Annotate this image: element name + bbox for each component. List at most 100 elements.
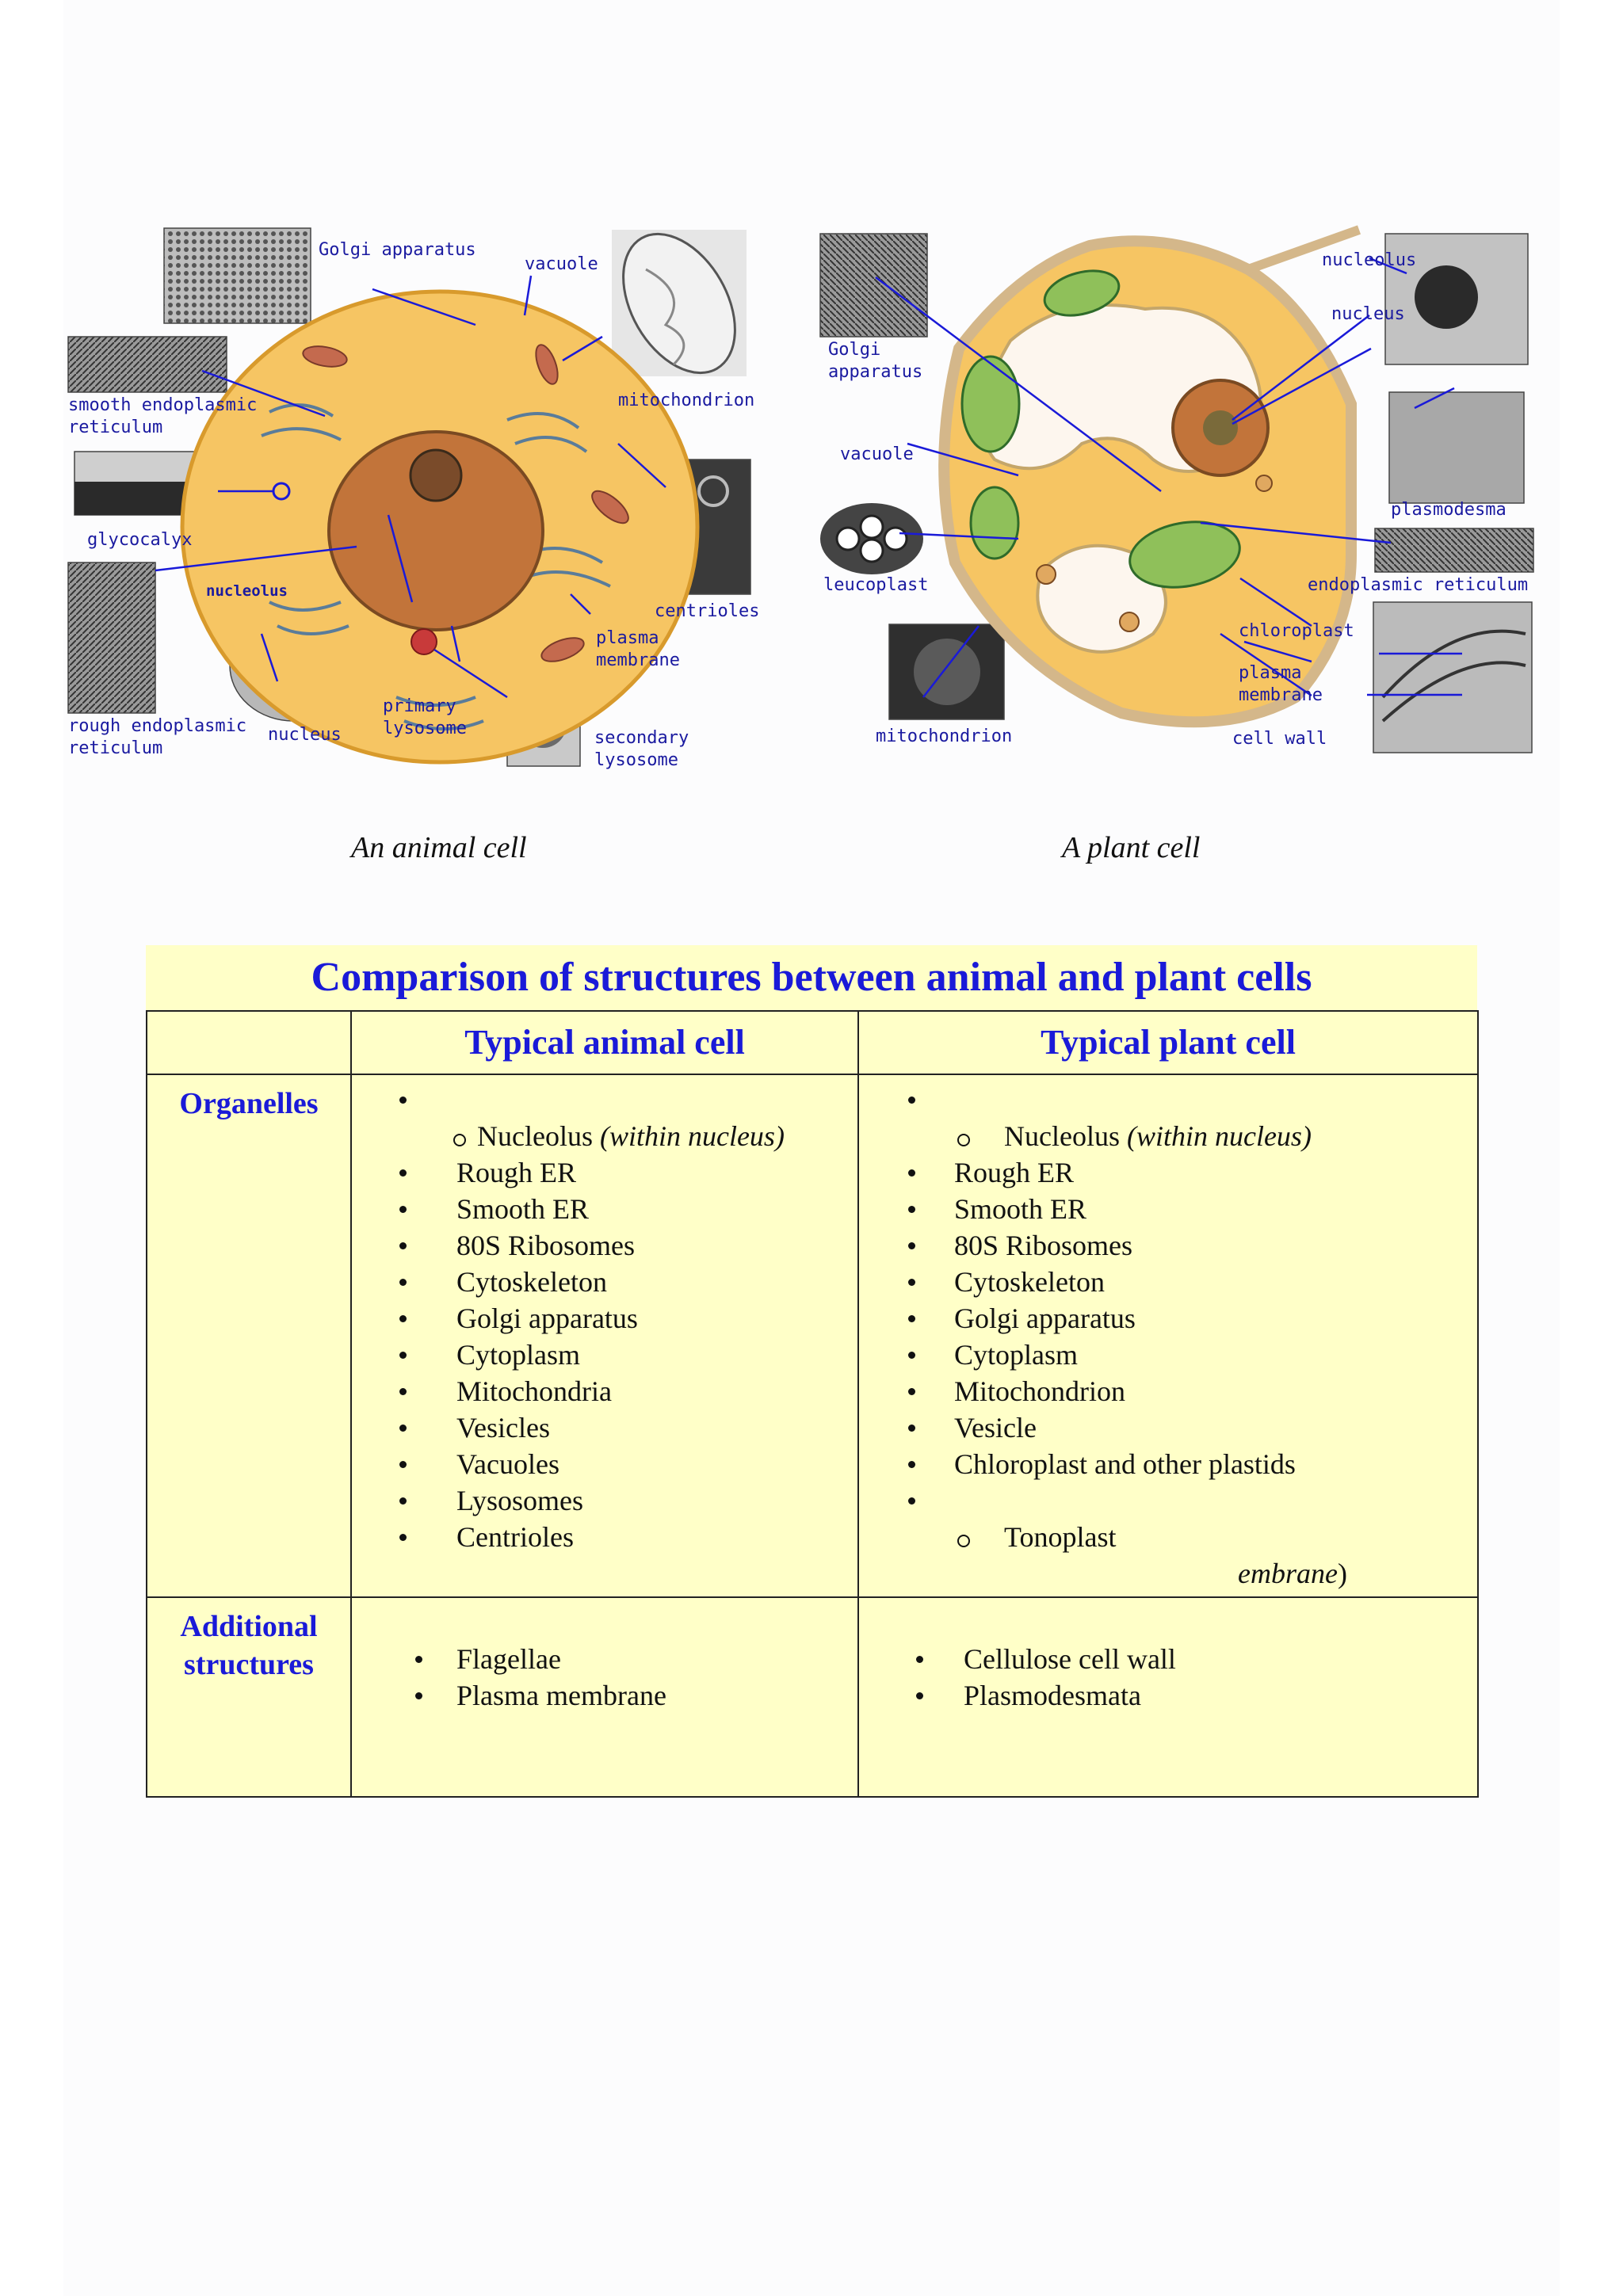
list-item: Flagellae: [352, 1641, 857, 1677]
list-item: Rough ER: [859, 1154, 1477, 1191]
mitochondria: [302, 344, 629, 662]
list-item-nucleolus: Nucleolus (within nucleus): [352, 1118, 857, 1154]
list-item: Golgi apparatus: [352, 1300, 857, 1337]
leader-lines: [155, 275, 666, 699]
label-endoplasmic-reticulum: endoplasmic reticulum: [1308, 575, 1528, 595]
list-item: 80S Ribosomes: [859, 1227, 1477, 1264]
svg-text:reticulum: reticulum: [68, 738, 162, 758]
leader-lines: [875, 257, 1462, 698]
row-header-additional: Additional structures: [146, 1596, 352, 1798]
list-item-membrane-fragment: embrane): [1238, 1558, 1347, 1589]
list-item: Lysosomes: [352, 1482, 857, 1519]
svg-text:membrane: membrane: [596, 650, 680, 670]
list-item: Mitochondria: [352, 1373, 857, 1409]
label-centrioles: centrioles: [655, 601, 759, 621]
table-title: Comparison of structures between animal …: [146, 945, 1477, 1010]
label-cell-wall: cell wall: [1232, 729, 1327, 749]
label-nucleolus: nucleolus: [206, 582, 288, 600]
organelles-row: Organelles Nucleolus (within nucleus) Ro…: [146, 1074, 1479, 1598]
list-item-nucleus: [352, 1081, 857, 1118]
list-item: Vesicles: [352, 1409, 857, 1446]
list-item-vacuole: [859, 1482, 1477, 1519]
list-item: Vacuoles: [352, 1446, 857, 1482]
row-header-organelles: Organelles: [146, 1074, 352, 1598]
label-plasmodesma: plasmodesma: [1391, 500, 1507, 520]
list-item: Smooth ER: [859, 1191, 1477, 1227]
nucleolus: [409, 448, 463, 502]
list-item-nucleolus: Nucleolus (within nucleus): [859, 1118, 1477, 1154]
label-chloroplast: chloroplast: [1239, 621, 1354, 641]
list-item: Plasma membrane: [352, 1677, 857, 1714]
list-item: Mitochondrion: [859, 1373, 1477, 1409]
list-item-tonoplast: Tonoplast: [859, 1519, 1477, 1555]
golgi-micrograph: [819, 233, 928, 338]
chloroplasts: [960, 269, 1241, 589]
list-item: Golgi apparatus: [859, 1300, 1477, 1337]
corner-cell: [146, 1010, 352, 1075]
header-row: Typical animal cell Typical plant cell: [146, 1010, 1479, 1075]
plasmodesma-micrograph: [1388, 391, 1525, 504]
col-header-plant: Typical plant cell: [857, 1010, 1479, 1075]
animal-cell-figure: Golgi apparatus vacuole smooth endoplasm…: [63, 222, 856, 792]
label-mitochondrion: mitochondrion: [876, 727, 1012, 746]
label-plasma-membrane: plasma: [596, 628, 659, 648]
comparison-table-section: Comparison of structures between animal …: [146, 945, 1479, 1798]
label-nucleus: nucleus: [1331, 304, 1405, 324]
list-item: Cytoplasm: [352, 1337, 857, 1373]
svg-text:reticulum: reticulum: [68, 418, 162, 437]
svg-text:apparatus: apparatus: [828, 362, 922, 382]
animal-cell-caption: An animal cell: [351, 831, 527, 864]
svg-text:membrane: membrane: [1239, 685, 1323, 705]
list-item: Cellulose cell wall: [859, 1641, 1477, 1677]
list-item: Chloroplast and other plastids: [859, 1446, 1477, 1482]
label-nucleus: nucleus: [268, 725, 342, 745]
animal-cell-diagram: Golgi apparatus vacuole smooth endoplasm…: [67, 227, 759, 770]
plant-cell-diagram: nucleolus nucleus Golgi apparatus vacuol…: [819, 225, 1534, 753]
label-vacuole: vacuole: [840, 444, 914, 464]
golgi-micrograph: [163, 227, 311, 324]
smooth-er-micrograph: [67, 336, 227, 393]
label-leucoplast: leucoplast: [823, 575, 928, 595]
list-item: Plasmodesmata: [859, 1677, 1477, 1714]
plant-cell-figure: nucleolus nucleus Golgi apparatus vacuol…: [804, 222, 1597, 792]
plant-organelles-tail: Tonoplast embrane): [859, 1482, 1477, 1592]
nucleus: [327, 430, 544, 631]
plant-cell-caption: A plant cell: [1062, 831, 1201, 864]
chloroplast-micrograph: [1373, 601, 1533, 753]
label-vacuole: vacuole: [525, 254, 598, 274]
label-smooth-er: smooth endoplasmic: [68, 395, 257, 415]
list-item: Centrioles: [352, 1519, 857, 1555]
label-glycocalyx: glycocalyx: [87, 530, 192, 550]
primary-lysosome: [411, 628, 437, 655]
label-golgi: Golgi apparatus: [319, 240, 476, 260]
rough-er-micrograph: [67, 562, 156, 714]
label-rough-er: rough endoplasmic: [68, 716, 246, 736]
er-micrograph: [1374, 528, 1534, 573]
list-item: Smooth ER: [352, 1191, 857, 1227]
list-item: Cytoplasm: [859, 1337, 1477, 1373]
label-primary-lysosome: primary: [383, 696, 456, 716]
label-mitochondrion: mitochondrion: [618, 391, 754, 410]
label-secondary-lysosome: secondary: [594, 728, 689, 748]
nucleolus: [1203, 410, 1238, 445]
list-item: Cytoskeleton: [352, 1264, 857, 1300]
comparison-table: Typical animal cell Typical plant cell O…: [146, 1010, 1479, 1798]
svg-text:lysosome: lysosome: [594, 750, 678, 770]
list-item: Vesicle: [859, 1409, 1477, 1446]
col-header-animal: Typical animal cell: [350, 1010, 859, 1075]
svg-text:lysosome: lysosome: [383, 719, 467, 738]
list-item-nucleus: [859, 1081, 1477, 1118]
label-plasma-membrane: plasma: [1239, 663, 1301, 683]
list-item: Rough ER: [352, 1154, 857, 1191]
mitochondria: [1036, 475, 1273, 632]
list-item: Cytoskeleton: [859, 1264, 1477, 1300]
